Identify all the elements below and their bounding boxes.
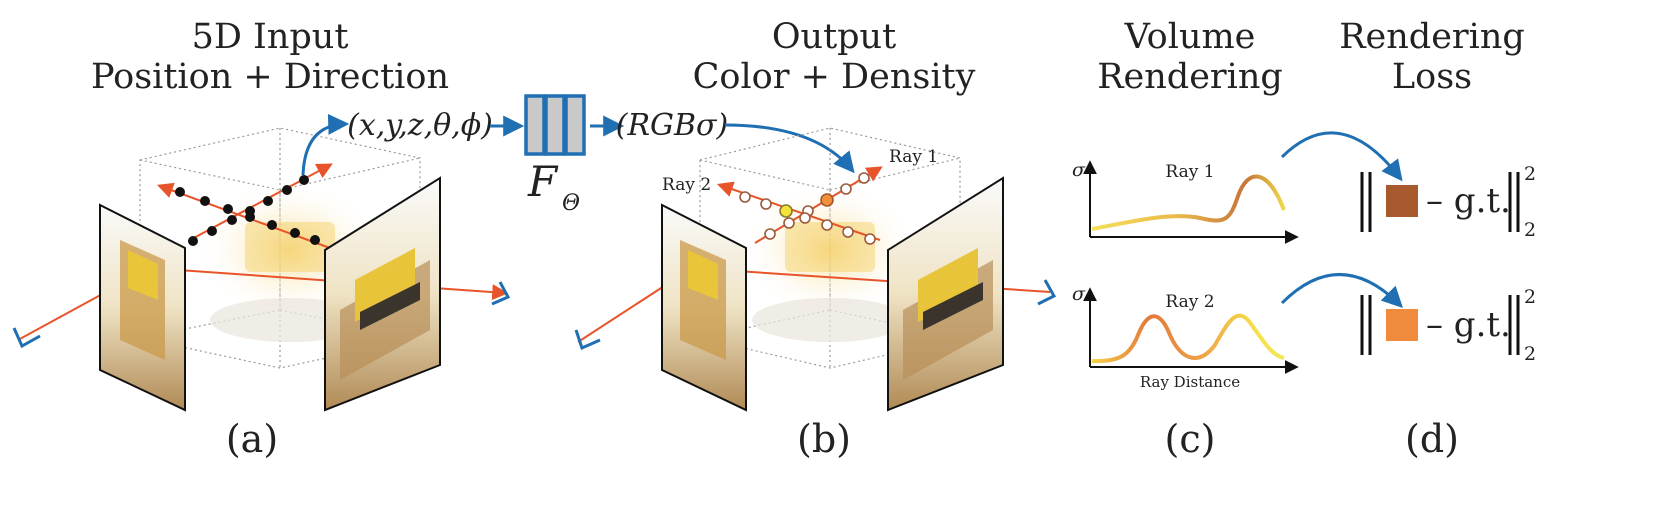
- heading-c: Volume Rendering: [1097, 17, 1283, 97]
- heading-b: Output Color + Density: [693, 17, 976, 97]
- sample-points-ray1: [764, 172, 870, 240]
- panel-b-scene: Ray 1 Ray 2: [574, 127, 1057, 412]
- loss-term-ray1: – g.t. 2 2: [1360, 163, 1536, 241]
- sample-points-ray2: [739, 191, 876, 245]
- density-plot-ray1: σ Ray 1: [1072, 159, 1299, 244]
- heading-d-line1: Rendering: [1339, 17, 1525, 57]
- image-plane-a-left: [99, 203, 186, 412]
- heading-a-line2: Position + Direction: [91, 57, 449, 97]
- loss2-superscript: 2: [1524, 286, 1536, 308]
- heading-a-line1: 5D Input: [192, 17, 349, 57]
- arrow-to-loss-1: [1280, 131, 1403, 182]
- image-plane-a-right: [324, 176, 441, 412]
- plot1-title: Ray 1: [1165, 162, 1214, 182]
- plot2-y-symbol: σ: [1072, 283, 1086, 305]
- loss2-gt-label: – g.t.: [1426, 305, 1511, 345]
- output-tuple: (RGBσ): [616, 108, 729, 143]
- image-plane-b-right: [887, 176, 1004, 412]
- image-plane-b-left: [661, 203, 747, 412]
- panel-label-c: (c): [1165, 417, 1216, 461]
- heading-b-line2: Color + Density: [693, 57, 976, 97]
- plot2-xlabel: Ray Distance: [1140, 373, 1240, 391]
- loss1-superscript: 2: [1524, 163, 1536, 185]
- camera-icon-b-right: [1037, 279, 1057, 306]
- panel-label-b: (b): [797, 417, 851, 461]
- predicted-color-swatch-ray2: [1386, 309, 1418, 341]
- heading-c-line2: Rendering: [1097, 57, 1283, 97]
- sample-points-a: [175, 175, 320, 246]
- network-subscript: Θ: [562, 191, 580, 216]
- ray-2-label: Ray 2: [662, 175, 711, 195]
- plot2-curve: [1091, 313, 1285, 364]
- lego-model-body: [245, 222, 335, 272]
- density-plot-ray2: σ Ray 2 Ray Distance: [1072, 283, 1299, 391]
- heading-d: Rendering Loss: [1339, 17, 1525, 97]
- loss2-subscript: 2: [1524, 343, 1536, 365]
- heading-c-line1: Volume: [1124, 17, 1256, 57]
- panel-label-d: (d): [1405, 417, 1459, 461]
- plot1-y-symbol: σ: [1072, 159, 1086, 181]
- lego-model-shadow-b: [752, 298, 908, 342]
- input-tuple: (x,y,z,θ,ϕ): [347, 108, 493, 143]
- arrow-to-scene-b: [724, 123, 855, 174]
- heading-a: 5D Input Position + Direction: [91, 17, 449, 97]
- plot2-title: Ray 2: [1165, 292, 1214, 312]
- ray-1-label: Ray 1: [889, 147, 938, 167]
- network-block: [524, 94, 586, 156]
- panel-label-a: (a): [226, 417, 278, 461]
- camera-icon-a-left: [12, 327, 41, 349]
- loss1-subscript: 2: [1524, 219, 1536, 241]
- heading-d-line2: Loss: [1392, 57, 1472, 97]
- loss-term-ray2: – g.t. 2 2: [1360, 286, 1536, 365]
- camera-icon-a-right: [491, 281, 511, 306]
- network-label: F: [527, 157, 559, 206]
- arrow-to-input: [301, 113, 350, 176]
- heading-b-line1: Output: [772, 17, 896, 57]
- arrow-to-loss-2: [1280, 273, 1403, 308]
- camera-icon-b-left: [574, 329, 601, 351]
- plot1-curve: [1091, 174, 1286, 231]
- panel-a-scene: [12, 127, 511, 412]
- loss1-gt-label: – g.t.: [1426, 181, 1511, 221]
- predicted-color-swatch-ray1: [1386, 185, 1418, 217]
